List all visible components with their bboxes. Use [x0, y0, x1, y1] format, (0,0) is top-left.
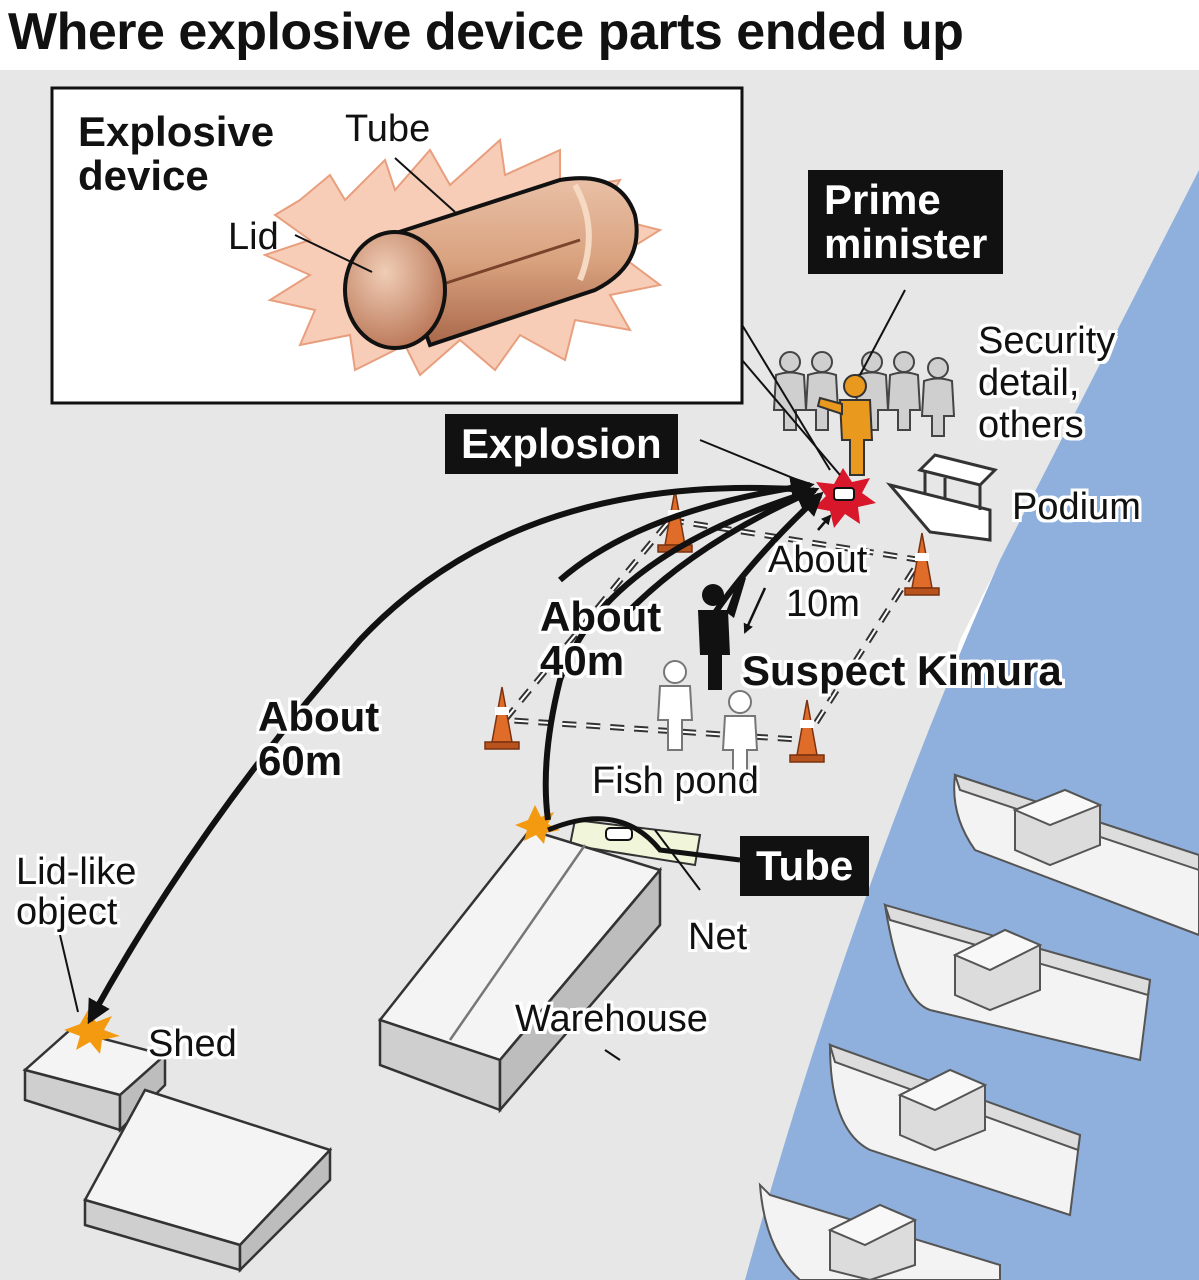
- about-40m-label: About 40m: [540, 595, 661, 683]
- trajectory-arc-1: [558, 475, 815, 583]
- about-10m-line2: 10m: [786, 583, 860, 625]
- boat-1: [953, 773, 1199, 937]
- inset-lid-label: Lid: [228, 216, 279, 258]
- shed: [22, 1028, 333, 1274]
- security-line2: detail,: [978, 362, 1080, 404]
- lid-like-line2: object: [16, 891, 118, 933]
- inset-heading-line1: Explosive: [78, 108, 275, 155]
- fish-pond: [568, 818, 702, 867]
- prime-minister-figure: [816, 374, 874, 476]
- about-60m-line2: 60m: [258, 737, 343, 784]
- boat-4: [758, 1182, 1001, 1280]
- device-lid: [343, 230, 447, 350]
- fish-pond-label: Fish pond: [592, 760, 759, 802]
- cone-3: [484, 686, 520, 750]
- cone-4: [789, 699, 825, 763]
- trajectory-arc-2: [627, 486, 820, 613]
- inset-heading-line2: device: [78, 152, 209, 199]
- suspect-figure: [698, 575, 746, 690]
- podium: [885, 453, 998, 542]
- about-40m-line1: About: [540, 593, 662, 640]
- explosion-label: Explosion: [445, 414, 678, 475]
- boat-2: [883, 902, 1152, 1062]
- about-40m-line2: 40m: [540, 637, 625, 684]
- trajectory-arrows: [87, 475, 824, 1025]
- page-title: Where explosive device parts ended up: [8, 3, 964, 61]
- warehouse: [377, 828, 663, 1114]
- suspect-label: Suspect Kimura: [742, 647, 1062, 694]
- trajectory-arc-3: [707, 491, 824, 622]
- security-line3: others: [978, 404, 1084, 446]
- trajectory-60m: [87, 484, 811, 1025]
- about-60m-line1: About: [258, 693, 380, 740]
- net-label: Net: [688, 916, 748, 958]
- prime-minister-line2: minister: [824, 220, 988, 268]
- boat-3: [828, 1042, 1082, 1217]
- explosion-mark: [814, 468, 876, 528]
- about-10m-line1: About: [768, 539, 868, 581]
- inset-tube-label: Tube: [345, 108, 431, 150]
- shed-label: Shed: [148, 1023, 237, 1065]
- cone-2: [904, 532, 940, 596]
- security-detail-label: Security detail, others: [978, 320, 1115, 446]
- lid-like-line1: Lid-like: [16, 851, 137, 893]
- bystander-figures: [656, 660, 759, 781]
- prime-minister-label: Prime minister: [808, 170, 1004, 275]
- podium-label: Podium: [1012, 486, 1141, 528]
- trajectory-40m: [542, 492, 801, 821]
- lid-like-object-label: Lid-like object: [16, 852, 136, 932]
- about-10m-label: About 10m: [768, 538, 867, 626]
- inset-heading: Explosive device: [78, 110, 274, 198]
- trajectory-to-tube: [547, 816, 741, 863]
- about-10m-arrows: [743, 514, 832, 634]
- explosive-device-illustration: [262, 138, 663, 377]
- security-line1: Security: [978, 320, 1116, 362]
- leader-lines: [59, 289, 906, 1061]
- warehouse-label: Warehouse: [515, 998, 708, 1040]
- prime-minister-line1: Prime: [824, 176, 941, 223]
- tube-label: Tube: [740, 836, 870, 897]
- about-60m-label: About 60m: [258, 695, 379, 783]
